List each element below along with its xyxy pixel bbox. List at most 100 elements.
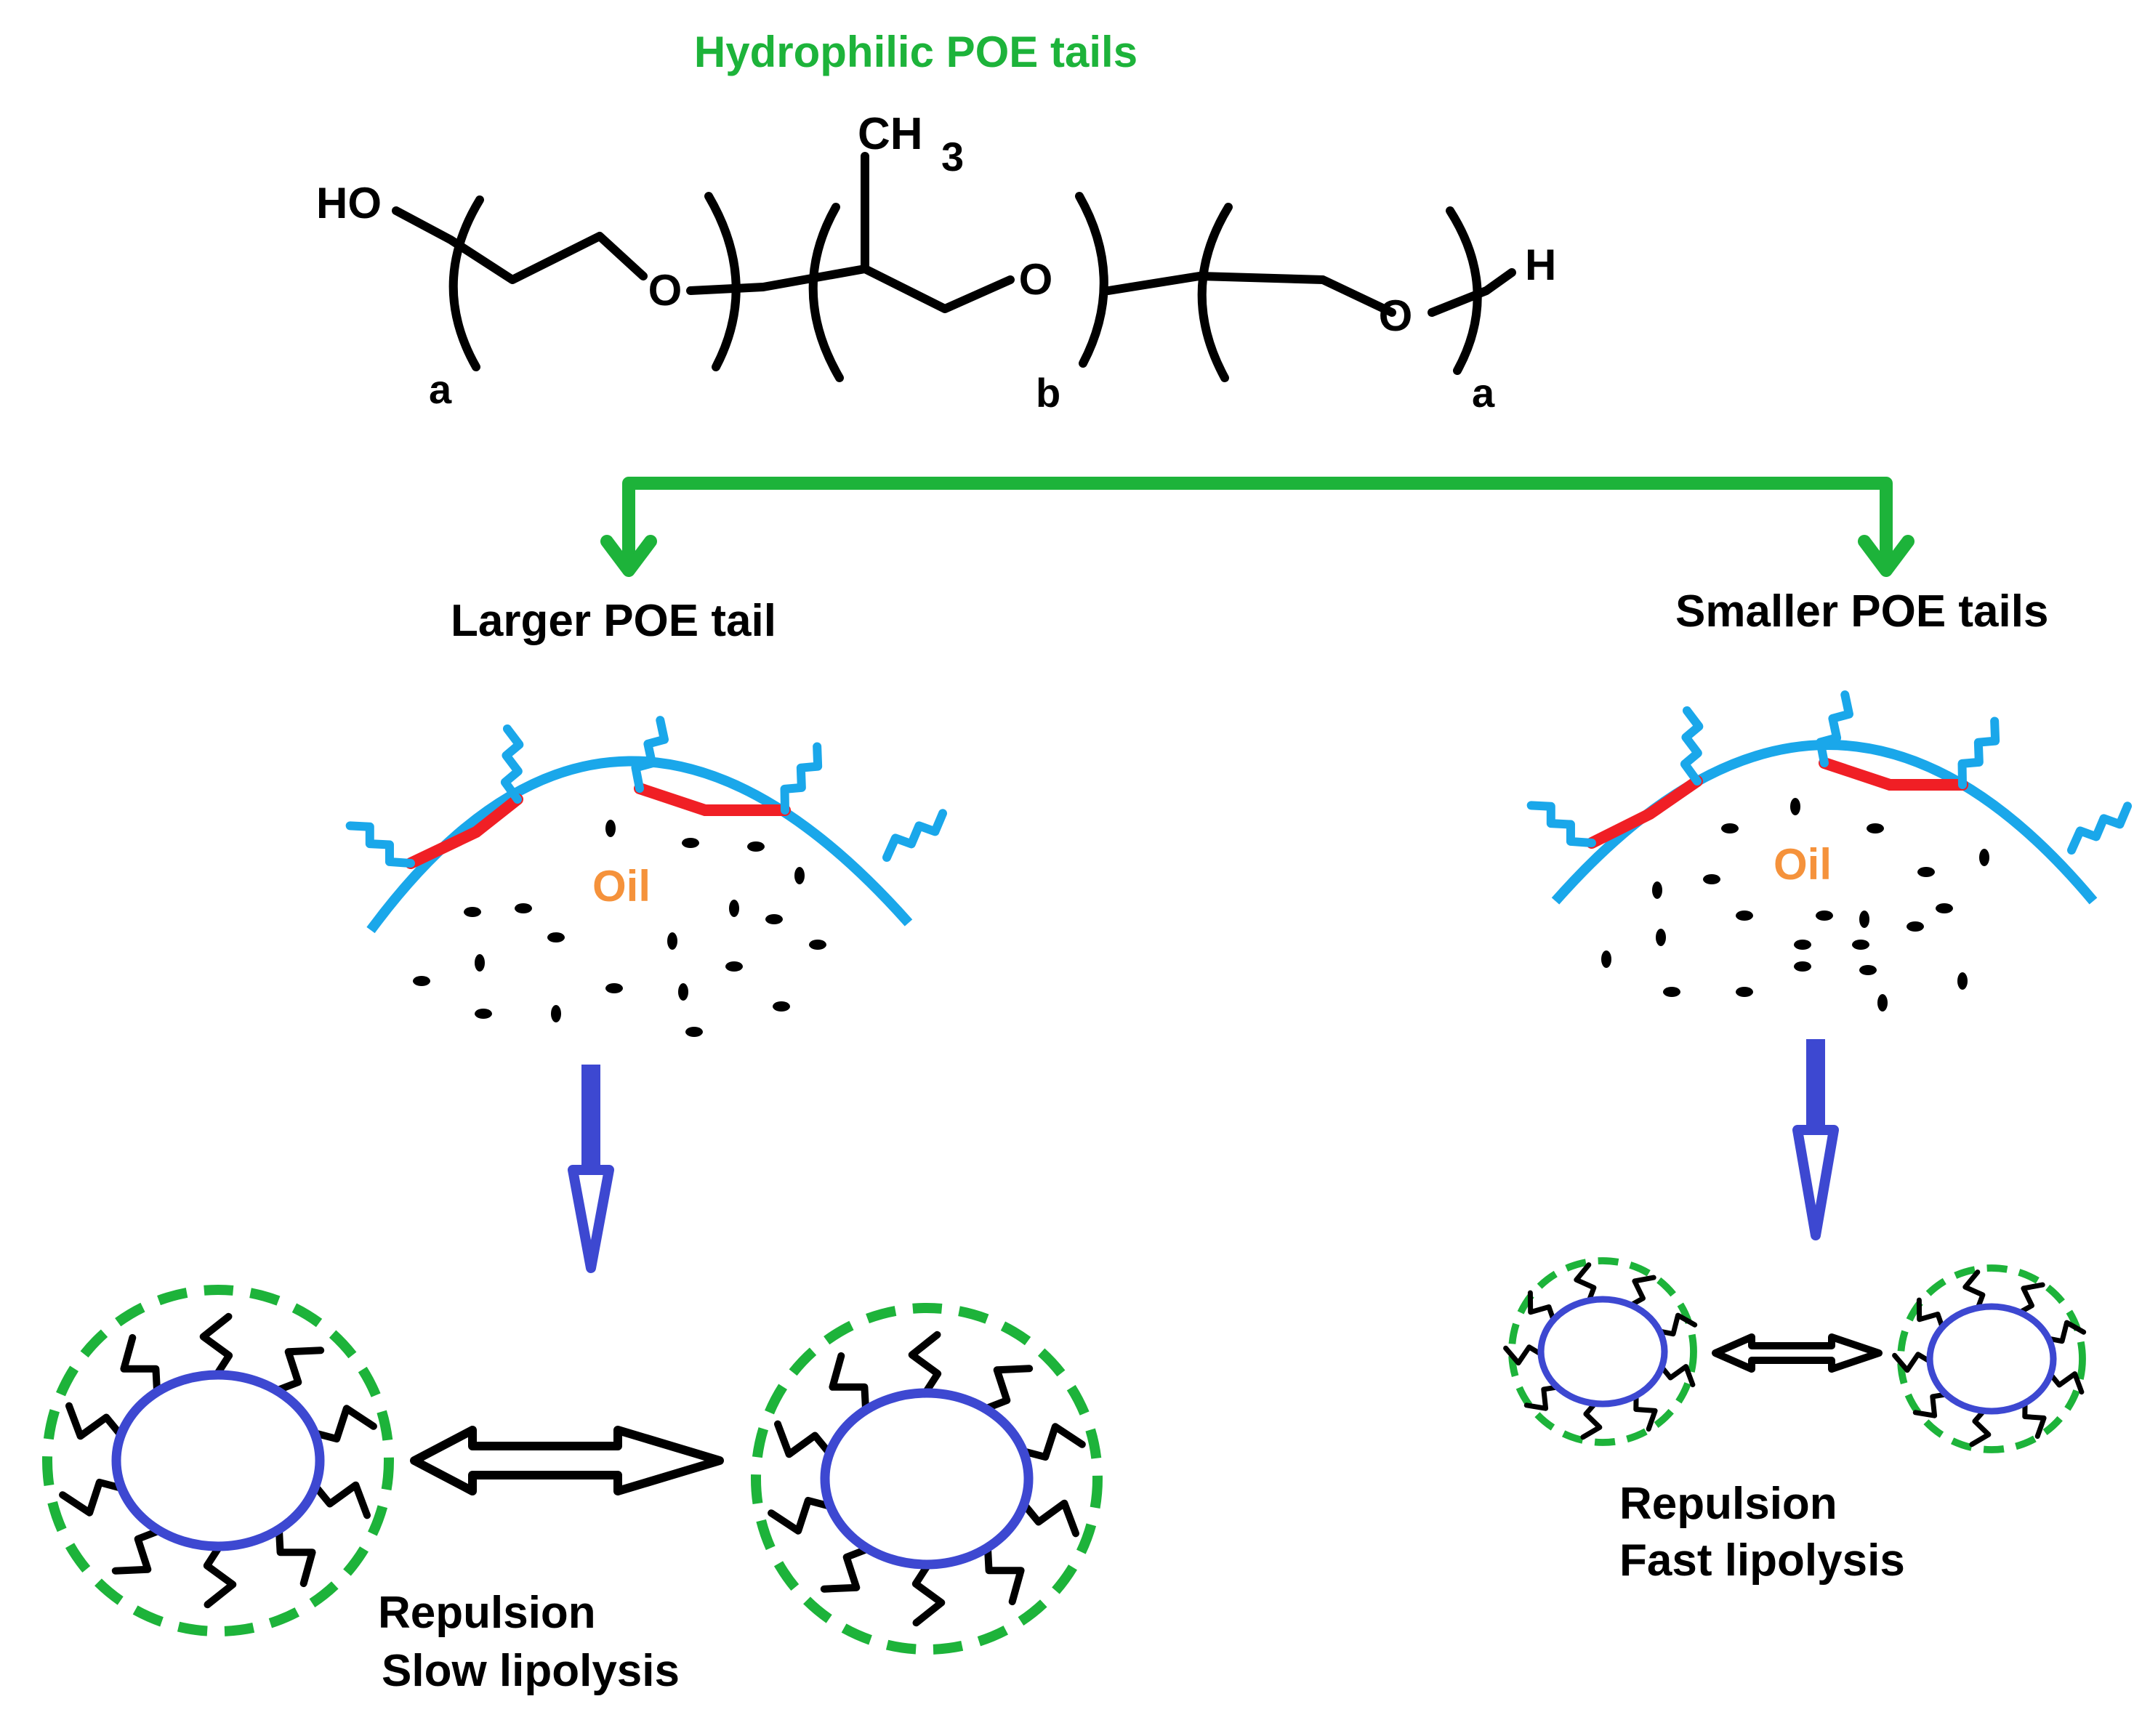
micelle-tail bbox=[275, 1525, 316, 1588]
bond-chain-4 bbox=[1428, 268, 1516, 317]
oil-particle bbox=[809, 940, 826, 950]
micelle-shell bbox=[42, 1285, 394, 1636]
ch3-subscript: 3 bbox=[941, 134, 964, 179]
oil-particle bbox=[1907, 921, 1924, 932]
micelle-tail bbox=[310, 1405, 377, 1443]
oil-particle bbox=[1979, 849, 1989, 866]
oil-particle bbox=[551, 1005, 561, 1022]
oil-particle bbox=[413, 976, 430, 986]
micelle-tail bbox=[1527, 1290, 1556, 1323]
oil-droplet-right: Oil bbox=[1524, 693, 2132, 1012]
outcome-left-repulsion: Repulsion bbox=[378, 1588, 596, 1638]
outcome-left-lipolysis: Slow lipolysis bbox=[382, 1646, 680, 1696]
ho-label: HO bbox=[316, 179, 382, 227]
bond-chain-1 bbox=[392, 206, 648, 284]
micelle-tail bbox=[820, 1545, 872, 1593]
oil-particle bbox=[794, 867, 805, 884]
oil-particle bbox=[1957, 972, 1968, 990]
oil-particle bbox=[1852, 940, 1869, 950]
poe-chemical-structure bbox=[392, 152, 1516, 382]
bracket-close-1 bbox=[704, 192, 741, 371]
micelle-tail bbox=[1912, 1392, 1949, 1418]
oil-particle bbox=[605, 820, 616, 837]
oil-particle bbox=[1936, 903, 1953, 913]
oil-particle bbox=[747, 841, 765, 852]
ch3-label: CH bbox=[858, 109, 923, 159]
micelle-tail bbox=[1523, 1384, 1561, 1411]
repulsion-arrow-right bbox=[1712, 1333, 1883, 1373]
repulsion-arrow-left bbox=[410, 1426, 724, 1495]
down-arrow-head-left bbox=[568, 1165, 614, 1273]
anchor-segment-left-1 bbox=[405, 794, 523, 869]
micelle-core bbox=[1537, 1296, 1668, 1408]
oil-particle bbox=[1721, 823, 1739, 833]
micelle-core bbox=[1926, 1303, 2057, 1415]
micelle-tail bbox=[1916, 1297, 1945, 1330]
smaller-tail-label: Smaller POE tails bbox=[1675, 586, 2048, 637]
subscript-a-left: a bbox=[429, 366, 452, 412]
micelle-large-1 bbox=[42, 1285, 394, 1636]
micelle-tail bbox=[1574, 1262, 1597, 1304]
oil-particle bbox=[1859, 911, 1869, 928]
micelle-tail bbox=[2048, 1371, 2085, 1395]
oil-particle bbox=[685, 1027, 703, 1037]
micelle-tail bbox=[768, 1496, 834, 1535]
oil-particle bbox=[1703, 874, 1720, 884]
micelle-tail bbox=[1628, 1275, 1656, 1308]
micelle-tail bbox=[1580, 1400, 1603, 1440]
branch-arrowhead-right bbox=[1858, 535, 1915, 577]
micelle-tail bbox=[273, 1347, 325, 1394]
micelle-tail bbox=[2045, 1320, 2087, 1344]
oil-particles-left bbox=[413, 820, 826, 1037]
micelle-tail bbox=[774, 1420, 834, 1458]
bracket-open-3 bbox=[1197, 203, 1233, 382]
micelles bbox=[42, 1257, 2087, 1655]
micelle-tail bbox=[203, 1543, 237, 1609]
oil-particle bbox=[1816, 911, 1833, 921]
micelle-tail bbox=[1503, 1344, 1544, 1366]
oil-particle bbox=[1794, 961, 1811, 972]
oil-particles-right bbox=[1601, 798, 1989, 1012]
micelle-tail bbox=[2017, 1282, 2045, 1315]
oxygen-label-1: O bbox=[648, 266, 683, 315]
micelle-shell bbox=[1897, 1264, 2086, 1453]
micelle-tail bbox=[1969, 1408, 1992, 1448]
micelle-tail bbox=[1962, 1269, 1986, 1311]
micelle-tail bbox=[1020, 1499, 1079, 1538]
down-arrow-left bbox=[568, 1065, 614, 1273]
bracket-open-2 bbox=[808, 203, 844, 382]
micelle-tail bbox=[2022, 1400, 2047, 1440]
oil-particle bbox=[1859, 965, 1877, 975]
micelle-tail bbox=[1019, 1423, 1086, 1461]
oil-particle bbox=[475, 954, 485, 972]
subscript-b: b bbox=[1036, 370, 1060, 416]
down-arrow-shaft-left bbox=[581, 1065, 600, 1177]
micelle-tail bbox=[65, 1402, 125, 1440]
micelle-tail bbox=[981, 1365, 1034, 1413]
oil-particle bbox=[1877, 994, 1888, 1012]
oil-particle bbox=[1652, 881, 1662, 899]
bracket-open-1 bbox=[448, 195, 484, 371]
oil-particle bbox=[667, 932, 677, 950]
micelle-tail bbox=[911, 1561, 946, 1627]
bond-chain-3 bbox=[1104, 272, 1396, 317]
oil-particle bbox=[765, 914, 783, 924]
anchor-segment-right-2 bbox=[1819, 757, 1968, 791]
micelle-tail bbox=[311, 1481, 371, 1519]
oil-particle bbox=[725, 961, 743, 972]
branch-line bbox=[622, 477, 1893, 566]
bracket-close-3 bbox=[1446, 206, 1482, 375]
oil-label-right: Oil bbox=[1773, 840, 1832, 889]
micelle-core bbox=[111, 1370, 325, 1551]
structure-labels: HO CH 3 O O O H a b a bbox=[316, 109, 1556, 416]
oil-particle bbox=[1663, 987, 1680, 997]
down-arrow-shaft-right bbox=[1806, 1039, 1825, 1137]
oxygen-label-2: O bbox=[1019, 255, 1053, 304]
outcome-right-repulsion: Repulsion bbox=[1619, 1479, 1837, 1529]
oil-particle bbox=[605, 983, 623, 993]
oil-particle bbox=[729, 900, 739, 917]
oil-particle bbox=[1736, 987, 1753, 997]
oil-particle bbox=[1601, 950, 1611, 968]
oil-particle bbox=[1917, 867, 1935, 877]
